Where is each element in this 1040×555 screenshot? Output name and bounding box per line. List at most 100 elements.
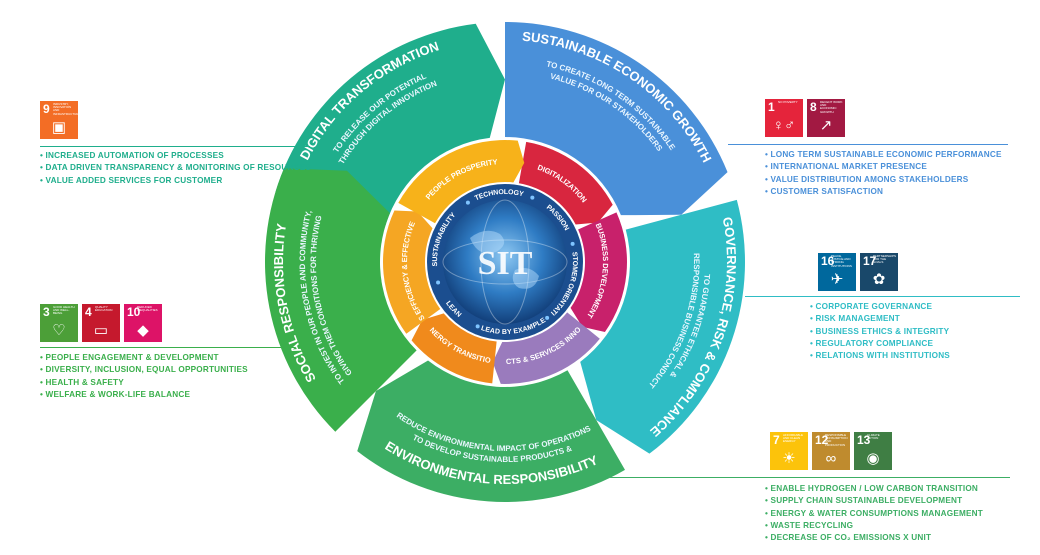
middle-ring-segment xyxy=(492,312,600,384)
objective-item: WASTE RECYCLING xyxy=(765,520,983,532)
middle-ring-segment xyxy=(382,210,441,334)
middle-ring-segment xyxy=(518,141,613,225)
sdg-number: 12 xyxy=(815,433,829,447)
objective-item: VALUE ADDED SERVICES FOR CUSTOMER xyxy=(40,175,311,187)
governance-divider xyxy=(745,296,1020,297)
ring-arrow-dot xyxy=(465,200,470,205)
sdg-number: 13 xyxy=(857,433,871,447)
globe-meridian xyxy=(480,199,530,325)
governance-objectives-list: CORPORATE GOVERNANCERISK MANAGEMENTBUSIN… xyxy=(810,301,950,362)
ring-arrow-dot xyxy=(530,195,535,200)
objective-item: SUPPLY CHAIN SUSTAINABLE DEVELOPMENT xyxy=(765,495,983,507)
sdg-number: 4 xyxy=(85,305,92,319)
objective-item: ENERGY & WATER CONSUMPTIONS MANAGEMENT xyxy=(765,508,983,520)
economic-divider xyxy=(728,144,1008,145)
infinity-icon: ∞ xyxy=(825,450,837,467)
sdg-title: DECENT WORK AND ECONOMIC GROWTH xyxy=(820,100,843,114)
ring-arrow-dot xyxy=(436,280,441,285)
eye-earth-icon: ◉ xyxy=(866,450,880,467)
economic-objectives-list: LONG TERM SUSTAINABLE ECONOMIC PERFORMAN… xyxy=(765,149,1002,198)
equality-icon: ◆ xyxy=(137,322,149,339)
middle-ring-segment xyxy=(398,139,525,224)
globe-latitude xyxy=(442,239,568,285)
sdg-title: GOOD HEALTH AND WELL-BEING xyxy=(53,305,75,316)
partnership-icon: ✿ xyxy=(872,271,886,288)
center-globe: SIT xyxy=(442,199,568,325)
objective-item: INCREASED AUTOMATION OF PROCESSES xyxy=(40,150,311,162)
social-sector xyxy=(264,168,417,432)
objective-item: DIVERSITY, INCLUSION, EQUAL OPPORTUNITIE… xyxy=(40,364,248,376)
sdg-title: PARTNERSHIPS FOR THE GOALS xyxy=(873,254,897,265)
objective-item: DATA DRIVEN TRANSPARENCY & MONITORING OF… xyxy=(40,162,311,174)
objective-item: INTERNATIONAL MARKET PRESENCE xyxy=(765,161,1002,173)
dove-icon: ✈ xyxy=(830,271,844,288)
middle-ring-segment xyxy=(570,212,627,332)
cubes-icon: ▣ xyxy=(51,119,67,136)
sdg-number: 3 xyxy=(43,305,50,319)
environmental-objectives-list: ENABLE HYDROGEN / LOW CARBON TRANSITIONS… xyxy=(765,483,983,544)
objective-item: LONG TERM SUSTAINABLE ECONOMIC PERFORMAN… xyxy=(765,149,1002,161)
objective-item: RELATIONS WITH INSTITUTIONS xyxy=(810,350,950,362)
sdg-number: 17 xyxy=(863,254,877,268)
sdg-number: 16 xyxy=(821,254,835,268)
objective-item: WELFARE & WORK-LIFE BALANCE xyxy=(40,389,248,401)
sdg-title: INDUSTRY, INNOVATION AND INFRASTRUCTURE xyxy=(53,102,78,116)
objective-item: DECREASE OF CO₂ EMISSIONS X UNIT xyxy=(765,532,983,544)
sdg-title: REDUCED INEQUALITIES xyxy=(137,305,158,313)
sdg-title: CLIMATE ACTION xyxy=(867,433,880,441)
sdg-title: PEACE, JUSTICE AND STRONG INSTITUTIONS xyxy=(831,254,852,268)
book-icon: ▭ xyxy=(93,322,109,339)
ring-arrow-dot xyxy=(545,315,550,320)
middle-ring-segment xyxy=(411,313,497,384)
objective-item: CUSTOMER SATISFACTION xyxy=(765,186,1002,198)
social-divider xyxy=(40,347,295,348)
objective-item: PEOPLE ENGAGEMENT & DEVELOPMENT xyxy=(40,352,248,364)
economic-sector xyxy=(505,22,728,216)
digital-divider xyxy=(40,146,310,147)
sdg-number: 1 xyxy=(768,100,775,114)
governance-sector xyxy=(580,199,745,454)
globe-continents xyxy=(470,230,539,289)
environmental-sector xyxy=(357,360,625,503)
sun-icon: ☀ xyxy=(782,450,796,467)
sdg-title: AFFORDABLE AND CLEAN ENERGY xyxy=(783,433,804,444)
objective-item: BUSINESS ETHICS & INTEGRITY xyxy=(810,326,950,338)
sdg-title: RESPONSIBLE CONSUMPTION AND PRODUCTION xyxy=(825,433,848,447)
environmental-divider xyxy=(610,477,1010,478)
sdg-number: 10 xyxy=(127,305,141,319)
objective-item: HEALTH & SAFETY xyxy=(40,377,248,389)
social-objectives-list: PEOPLE ENGAGEMENT & DEVELOPMENTDIVERSITY… xyxy=(40,352,248,401)
objective-item: VALUE DISTRIBUTION AMONG STAKEHOLDERS xyxy=(765,174,1002,186)
digital-objectives-list: INCREASED AUTOMATION OF PROCESSESDATA DR… xyxy=(40,150,311,187)
growth-chart-icon: ↗ xyxy=(819,117,833,134)
family-icon: ♀♂ xyxy=(772,117,796,134)
objective-item: ENABLE HYDROGEN / LOW CARBON TRANSITION xyxy=(765,483,983,495)
ring-arrow-dot xyxy=(570,241,575,246)
heartbeat-icon: ♡ xyxy=(52,322,66,339)
company-logo: SIT xyxy=(478,245,533,282)
sdg-number: 9 xyxy=(43,102,50,116)
objective-item: RISK MANAGEMENT xyxy=(810,313,950,325)
sdg-number: 8 xyxy=(810,100,817,114)
ring-arrow-dot xyxy=(475,324,480,329)
sdg-title: NO POVERTY xyxy=(778,100,798,104)
sdg-title: QUALITY EDUCATION xyxy=(95,305,113,313)
objective-item: CORPORATE GOVERNANCE xyxy=(810,301,950,313)
globe-icon xyxy=(443,200,567,324)
